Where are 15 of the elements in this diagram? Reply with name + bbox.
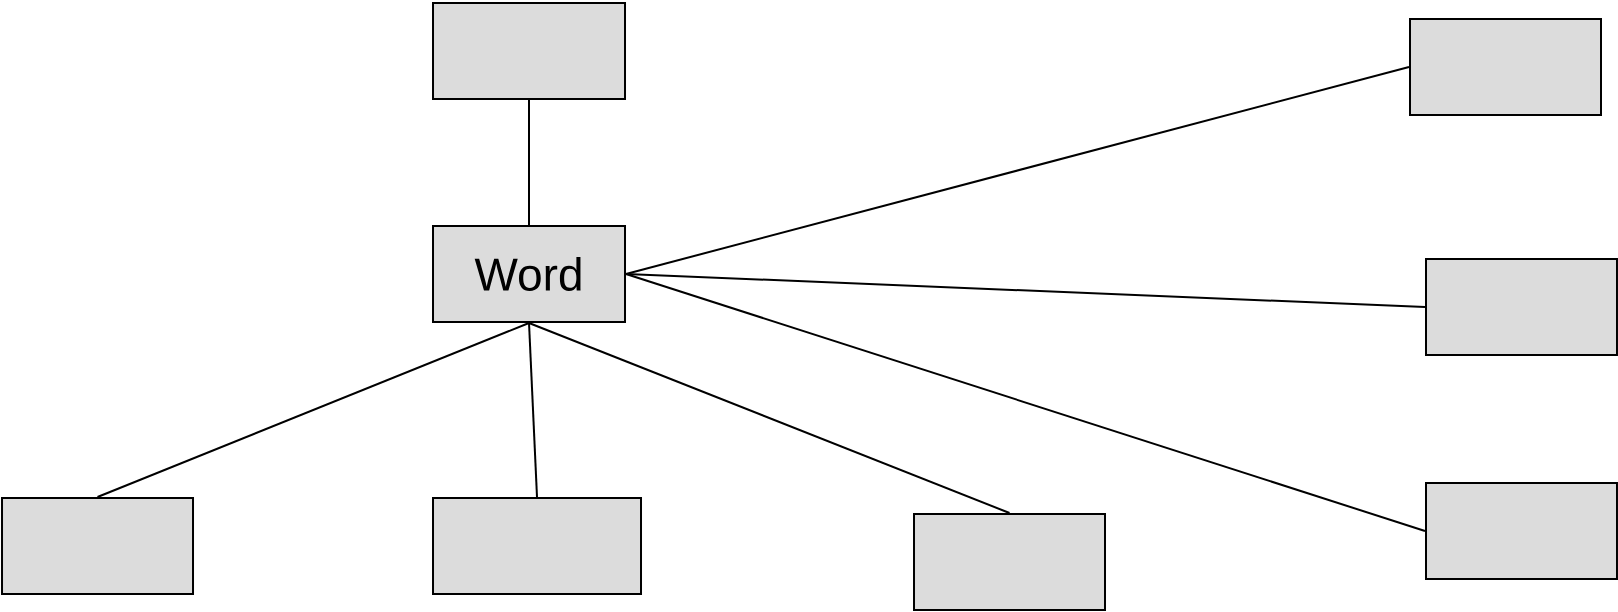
empty-box: [913, 513, 1106, 611]
connector-line: [96, 322, 530, 498]
empty-box: [432, 497, 642, 595]
connector-line: [625, 66, 1410, 275]
empty-box: [432, 2, 626, 100]
connector-line: [625, 273, 1426, 532]
connector-line: [528, 322, 1011, 514]
empty-box: [1, 497, 194, 595]
empty-box: [1409, 18, 1602, 116]
text-box: Word: [432, 225, 626, 323]
connector-line: [528, 99, 530, 226]
empty-box: [1425, 258, 1618, 356]
empty-box: [1425, 482, 1618, 580]
connector-line: [528, 322, 538, 498]
connector-line: [625, 273, 1426, 308]
